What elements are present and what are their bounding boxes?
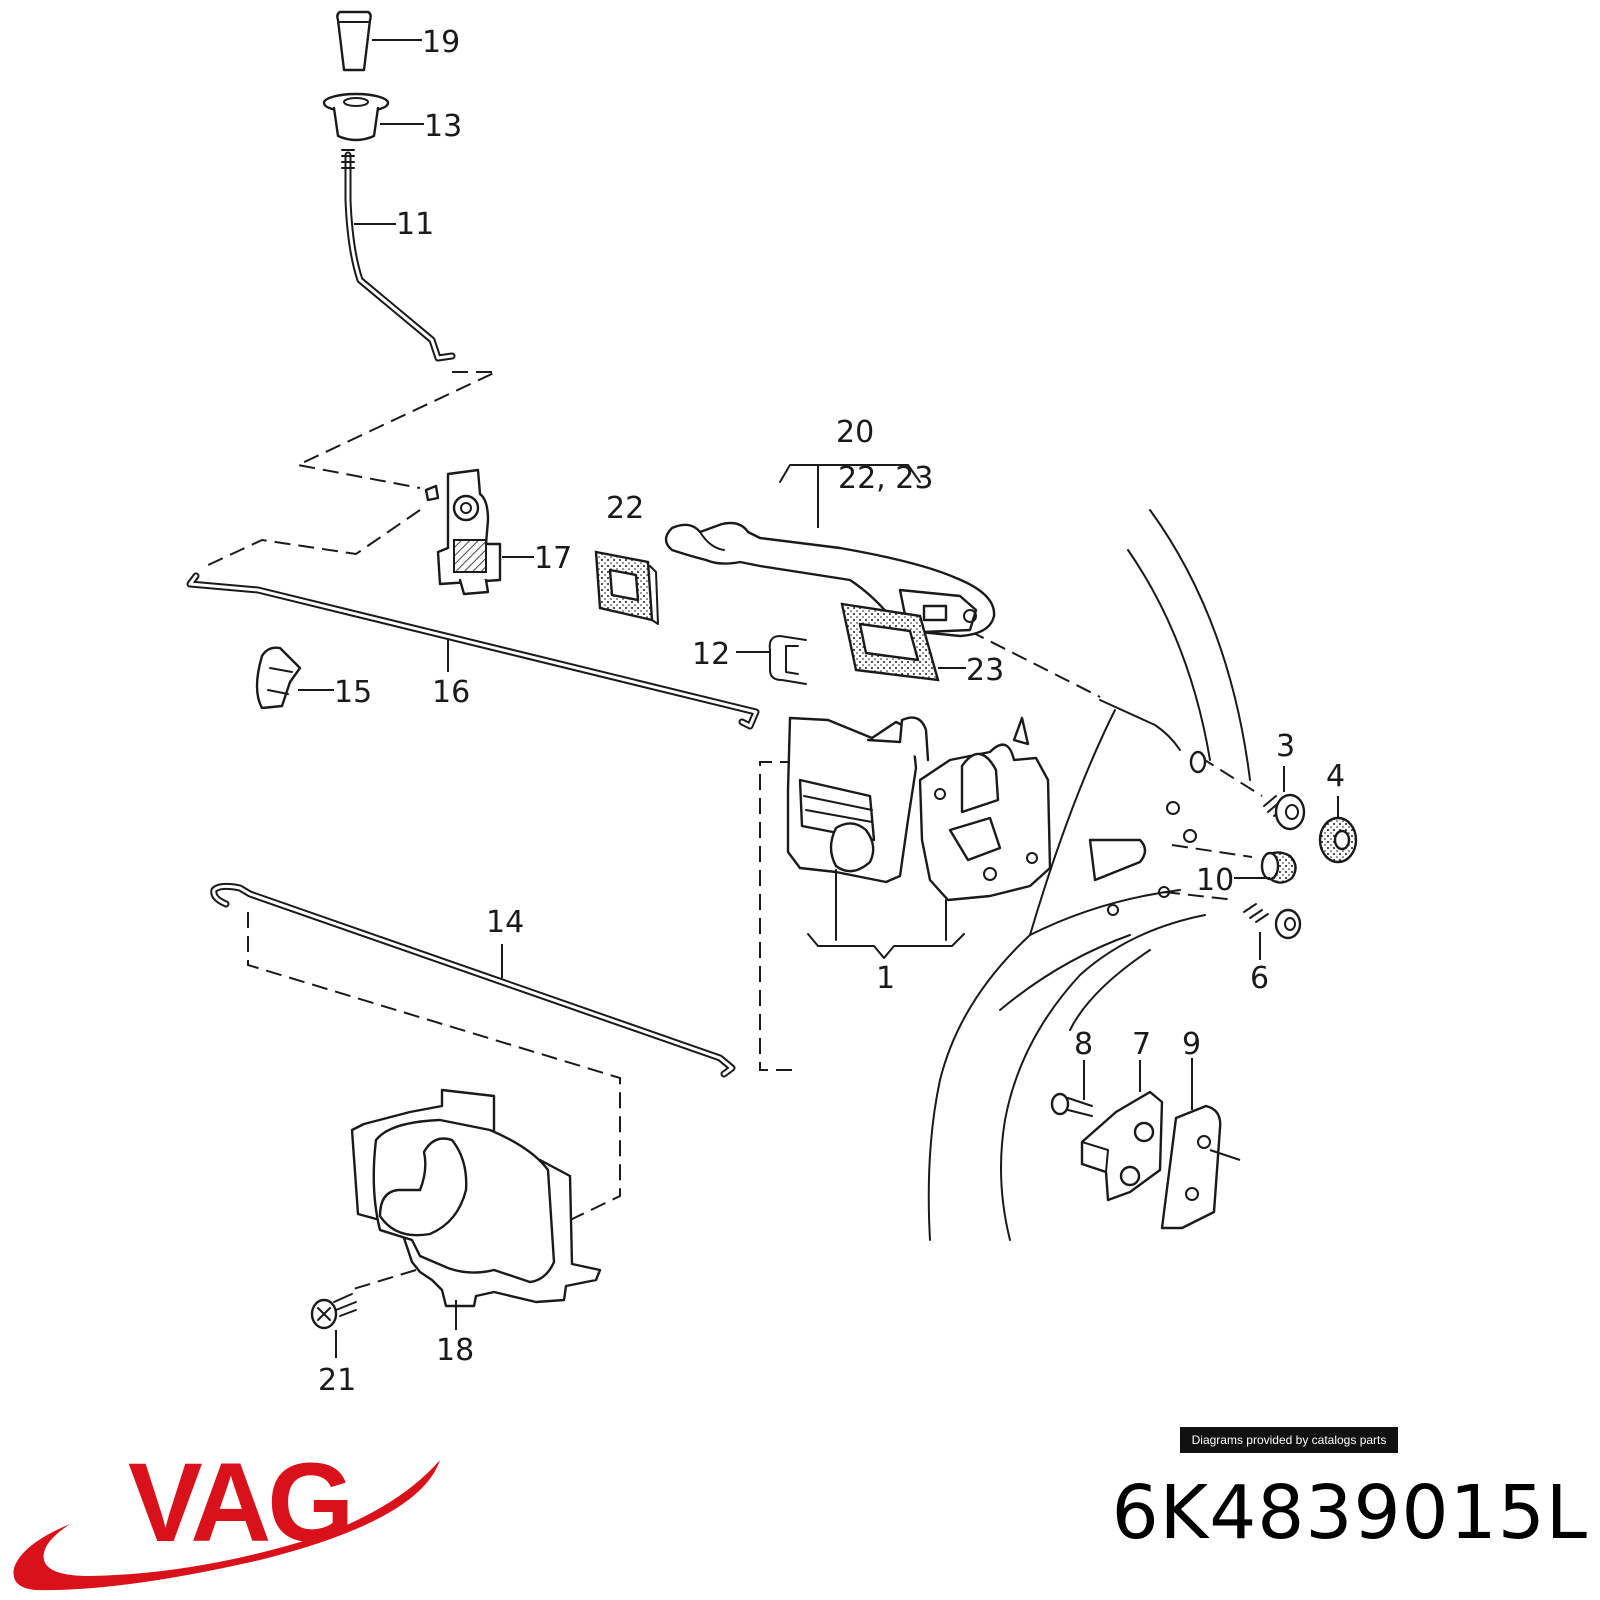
callout-19: 19 [422,25,460,60]
callout-16: 16 [432,675,470,710]
callout-3: 3 [1276,729,1295,764]
part-4-nut: 4 [1318,759,1358,864]
part-8-bolt: 8 [1050,1027,1093,1117]
callout-20: 20 [836,415,874,450]
callout-10: 10 [1196,863,1234,898]
callout-12: 12 [692,637,730,672]
part-17-lock-cylinder: 17 [424,468,572,596]
part-14-rod: 14 [210,882,736,1078]
part-1-door-lock: 1 [786,716,1052,996]
diagram-credit-badge: Diagrams provided by catalogs parts [1180,1427,1398,1453]
callout-13: 13 [424,109,462,144]
part-20-outer-handle: 20 22, 23 [664,415,996,638]
callout-6: 6 [1250,961,1269,996]
callout-22: 22 [606,491,644,526]
part-6-screw: 6 [1243,903,1302,996]
callout-1: 1 [876,961,895,996]
part-18-inner-handle: 18 [350,1088,602,1368]
part-10-plug: 10 [1196,851,1297,898]
callout-18: 18 [436,1333,474,1368]
callout-17: 17 [534,541,572,576]
part-9-backing-plate: 9 [1160,1027,1241,1230]
part-15-rod-clip: 15 [255,646,372,710]
callout-15: 15 [334,675,372,710]
part-7-striker: 7 [1080,1027,1164,1202]
callout-14: 14 [486,905,524,940]
part-number: 6K4839015L [1111,1470,1588,1556]
callout-11: 11 [396,207,434,242]
callout-22-23: 22, 23 [838,461,933,496]
part-3-screw: 3 [1189,729,1306,831]
part-23-handle-gasket: 23 [840,602,1004,688]
callout-8: 8 [1074,1027,1093,1062]
brand-name: VAG [128,1440,354,1565]
callout-23: 23 [966,653,1004,688]
part-19-cap: 19 [336,10,460,72]
part-11-lock-rod: 11 [341,149,456,362]
callout-21: 21 [318,1363,356,1398]
callout-9: 9 [1182,1027,1201,1062]
part-21-screw: 21 [310,1293,357,1398]
door-frame-outline [927,509,1251,1241]
vag-logo [13,1460,440,1591]
part-16-connecting-rod: 16 [186,572,760,730]
callout-7: 7 [1132,1027,1151,1062]
part-13-grommet: 13 [322,92,462,144]
callout-4: 4 [1326,759,1345,794]
part-22-seal: 22 [594,491,659,625]
part-12-clip: 12 [692,635,807,685]
